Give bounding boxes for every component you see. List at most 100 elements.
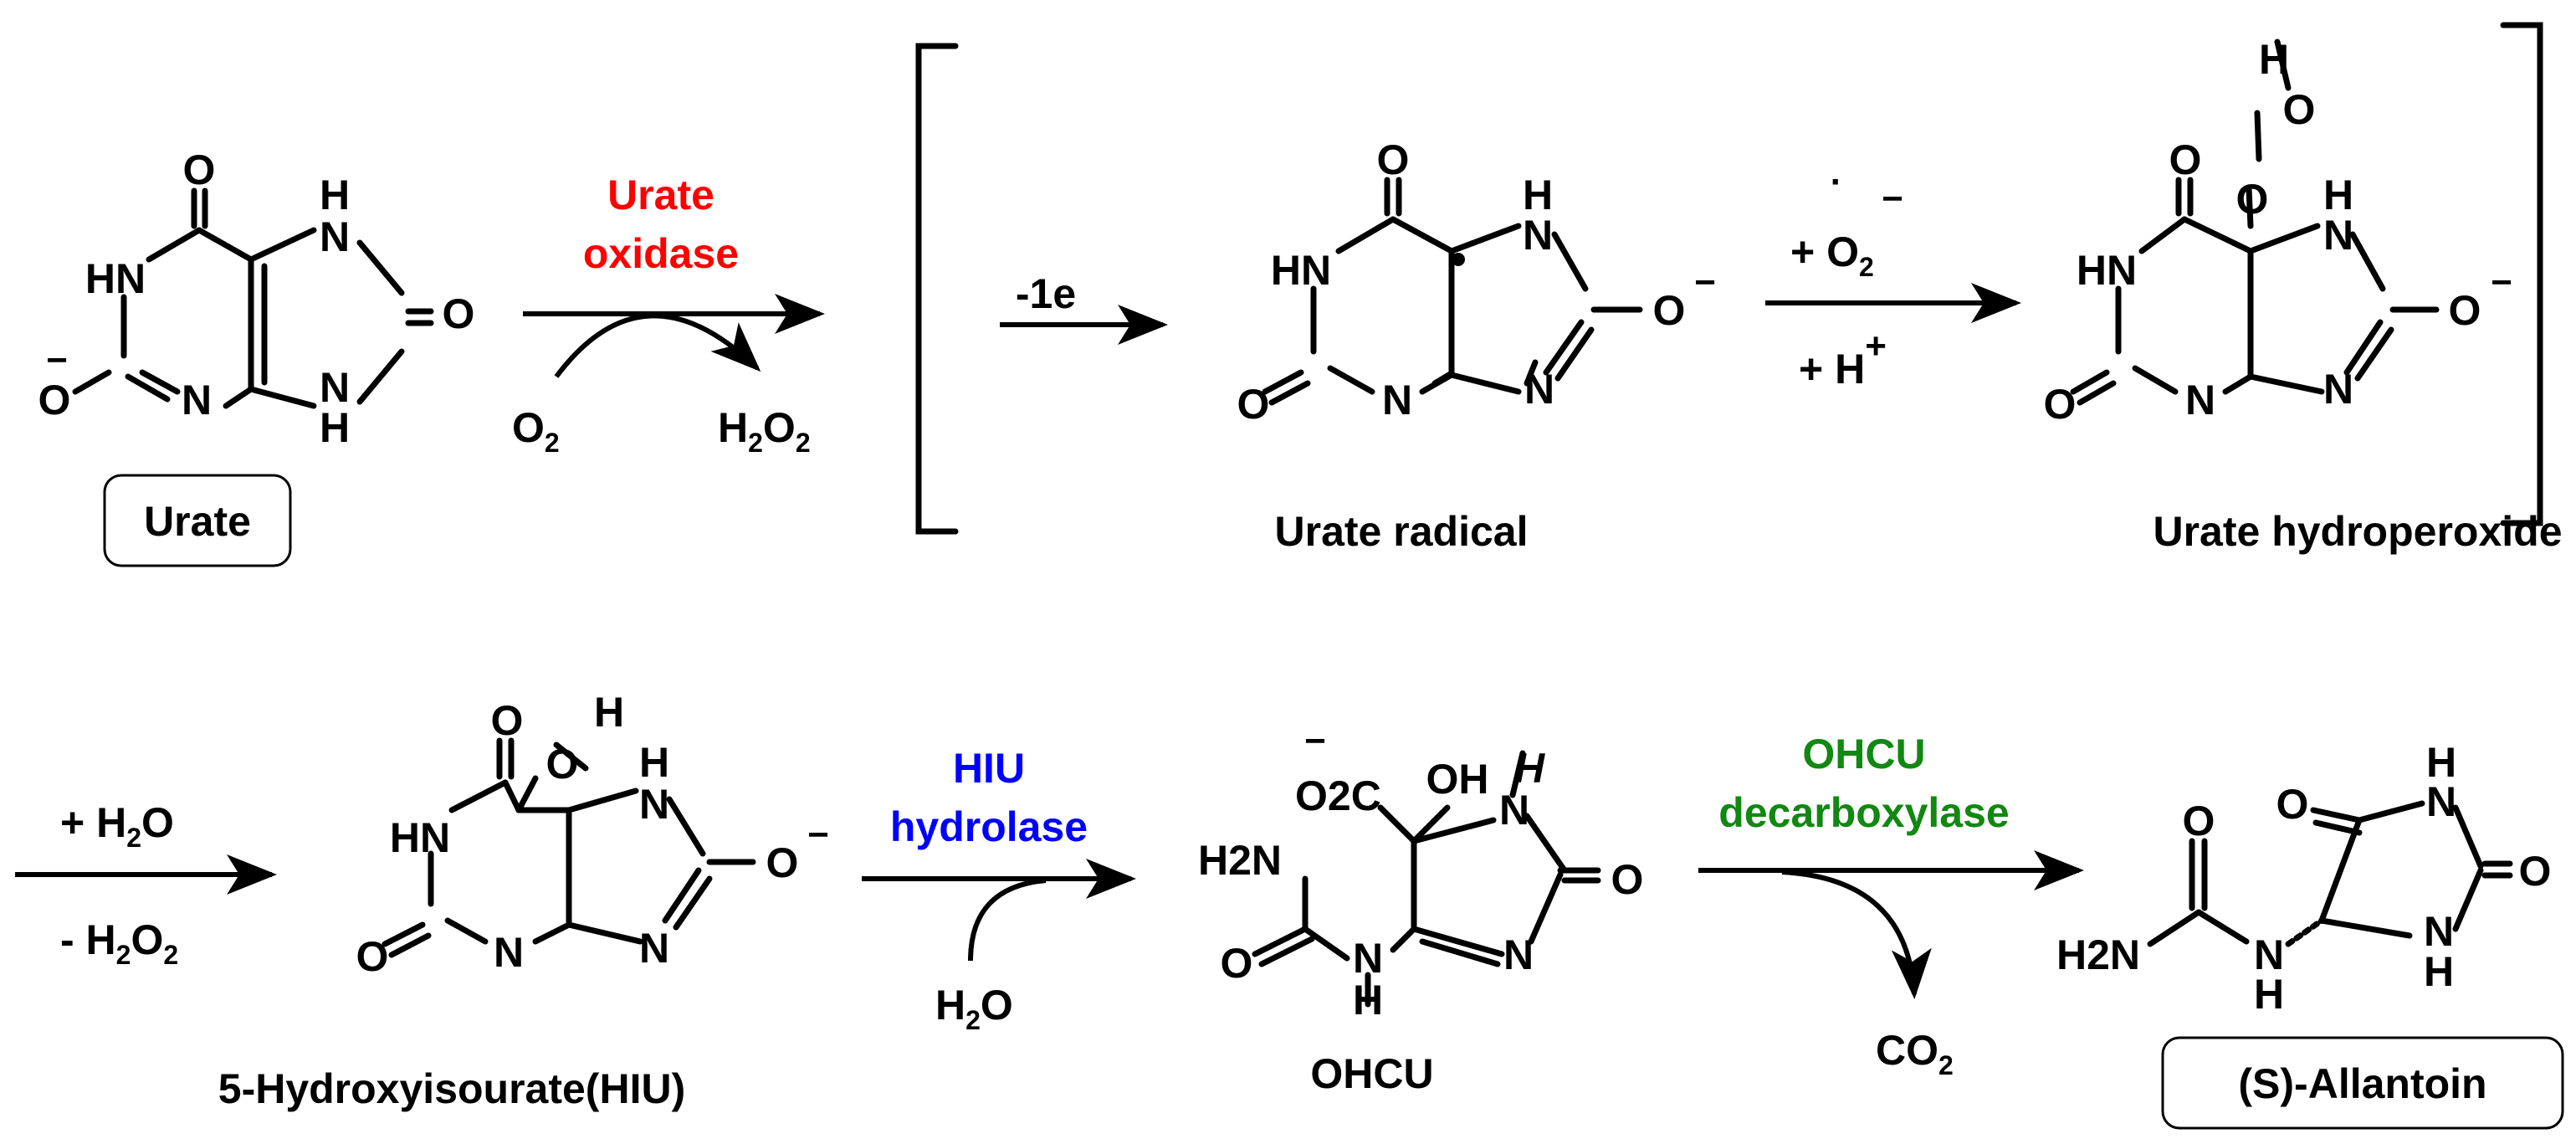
atom-hn: HN (1271, 247, 1331, 294)
reagent-water-add: + H2O (60, 799, 174, 853)
atom-h: H (2323, 172, 2353, 218)
atom-o: O (2169, 136, 2202, 183)
atom-n: N (1382, 377, 1412, 423)
atom-h: H (320, 172, 350, 218)
urate-structure: O H N HN O − O N N H (38, 146, 475, 451)
atom-o: O (356, 933, 389, 980)
atom-n: N (494, 929, 524, 976)
enzyme-ohcu-decarboxylase-line2: decarboxylase (1718, 789, 2009, 836)
atom-h: H (594, 689, 624, 736)
enzyme-urate-oxidase-line2: oxidase (583, 230, 739, 277)
allantoin-structure: O O H N O H2N N H N H (2056, 739, 2551, 1018)
atom-n: N (639, 781, 669, 828)
atom-n: N (1523, 212, 1553, 259)
reagent-h2o2: H2O2 (718, 404, 811, 458)
atom-o: O (1377, 136, 1410, 183)
atom-n: N (2426, 778, 2456, 825)
atom-n: N (320, 213, 350, 260)
atom-n: N (2424, 908, 2454, 955)
atom-h: H (1523, 172, 1553, 218)
label-hiu: 5-Hydroxyisourate(HIU) (218, 1065, 685, 1112)
atom-o: O (546, 741, 579, 788)
atom-hn: HN (2077, 247, 2137, 294)
hiu-structure: H O O H N HN O − O N N (356, 689, 829, 980)
atom-n: N (320, 364, 350, 411)
atom-n: N (1524, 366, 1554, 413)
atom-h: H (639, 739, 669, 786)
atom-h: H (2426, 739, 2456, 786)
enzyme-hiu-hydrolase-line2: hydrolase (890, 803, 1088, 850)
charge-minus: − (807, 814, 829, 855)
atom-o: O (2183, 798, 2215, 844)
enzyme-urate-oxidase-line1: Urate (607, 172, 714, 218)
label-urate-radical: Urate radical (1275, 508, 1529, 555)
label-urate-hydroperoxide: Urate hydroperoxide (2153, 508, 2562, 555)
atom-o: O (766, 839, 799, 886)
carboxylate-group: O2C (1295, 772, 1381, 819)
atom-o: O (2044, 381, 2077, 428)
allantoin-label-box (2161, 1036, 2564, 1130)
reagent-minus-one-electron: -1e (1016, 270, 1076, 317)
reagent-proton: + H+ (1799, 326, 1887, 392)
charge-minus: − (1304, 721, 1326, 762)
reagent-co2: CO2 (1876, 1027, 1954, 1080)
atom-h: H (1353, 977, 1383, 1024)
atom-n: N (639, 925, 669, 972)
radical-dot: · (1831, 162, 1843, 203)
atom-h: H (2254, 971, 2284, 1018)
atom-hn: HN (85, 255, 146, 302)
ohcu-structure: − O2C OH H N H2N O O N H N (1198, 721, 1643, 1024)
reagent-superoxide: + O2 (1790, 228, 1874, 282)
enzyme-hiu-hydrolase-line1: HIU (953, 745, 1025, 792)
atom-o: O (2283, 86, 2316, 133)
charge-minus: − (2491, 262, 2512, 303)
atom-o: O (1653, 287, 1686, 334)
charge-minus: − (1882, 178, 1903, 219)
atom-n: N (2323, 366, 2353, 413)
atom-o: O (2276, 781, 2309, 828)
amine-group: H2N (1198, 837, 1282, 884)
atom-hn: HN (390, 814, 450, 861)
atom-o: O (1611, 856, 1644, 903)
atom-n: N (1353, 935, 1383, 982)
atom-h: H (1514, 745, 1545, 792)
curved-arrow (554, 313, 761, 378)
atom-n: N (2323, 212, 2353, 259)
enzyme-ohcu-decarboxylase-line1: OHCU (1802, 731, 1925, 777)
atom-o: O (1237, 381, 1270, 428)
charge-minus: − (1694, 262, 1716, 303)
urate-radical-structure: O H N HN O − O N N (1237, 136, 1716, 428)
label-urate: Urate (144, 498, 251, 545)
reagent-water: H2O (935, 982, 1013, 1035)
reagent-peroxide-loss: - H2O2 (60, 916, 178, 970)
curved-arrow (1781, 870, 1932, 999)
atom-n: N (182, 377, 212, 423)
atom-o: O (2449, 287, 2481, 334)
urate-label-box (103, 474, 292, 567)
label-ohcu: OHCU (1310, 1050, 1433, 1097)
atom-oh: OH (1426, 756, 1489, 803)
label-allantoin: (S)-Allantoin (2238, 1060, 2486, 1107)
atom-n: N (1499, 787, 1529, 834)
atom-h: H (2424, 948, 2454, 995)
atom-h: H (2259, 36, 2289, 83)
atom-n: N (2185, 377, 2215, 423)
atom-h: H (320, 404, 350, 451)
atom-o: O (1221, 940, 1253, 987)
atom-o: O (2236, 176, 2269, 223)
left-bracket (915, 43, 959, 535)
atom-n: N (2254, 931, 2284, 978)
charge-minus: − (46, 340, 68, 381)
atom-o: O (491, 697, 524, 744)
amine-group: H2N (2056, 931, 2140, 978)
reagent-o2: O2 (512, 404, 560, 458)
atom-n: N (1503, 931, 1534, 978)
atom-o: O (2519, 848, 2552, 895)
atom-o: O (38, 377, 71, 423)
urate-hydroperoxide-structure: H O O O H N HN O − O N N (2044, 36, 2512, 428)
curved-arrow (968, 878, 1047, 962)
atom-o: O (443, 290, 475, 337)
atom-o: O (183, 146, 216, 193)
right-bracket (2500, 22, 2543, 526)
